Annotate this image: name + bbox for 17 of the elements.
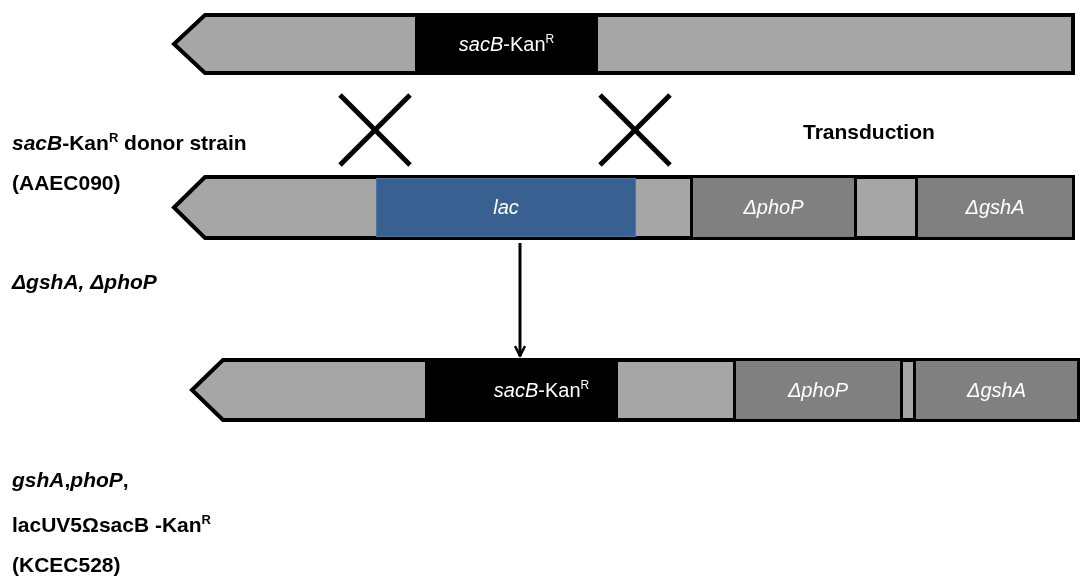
gene-segment (690, 175, 857, 240)
gene-segment (376, 178, 636, 237)
gene-label: lac (493, 196, 519, 219)
gene-label: ΔphoP (787, 378, 849, 402)
gene-label: sacB-Kan$^{R}$ (458, 32, 555, 56)
gene-label: ΔgshA (965, 196, 1025, 219)
strain-label: sacB-Kan$^{R}$ donor strain (AAEC090) (12, 129, 248, 196)
gene-segment (913, 358, 1080, 422)
gene-segment (915, 175, 1075, 240)
gene-segment (733, 358, 903, 422)
strain-label: gshA,phoP, lacUV5ΩsacB -Kan$^{R}$ (KCEC528) (12, 467, 212, 578)
gene-label: ΔgshA (967, 378, 1026, 402)
strain-label: ΔgshA, ΔphoP (12, 269, 158, 295)
gene-label: sacB-Kan$^{R}$ (492, 378, 590, 402)
step-label: Transduction (803, 119, 936, 145)
arrow (513, 243, 527, 358)
gene-label: ΔphoP (743, 196, 804, 219)
